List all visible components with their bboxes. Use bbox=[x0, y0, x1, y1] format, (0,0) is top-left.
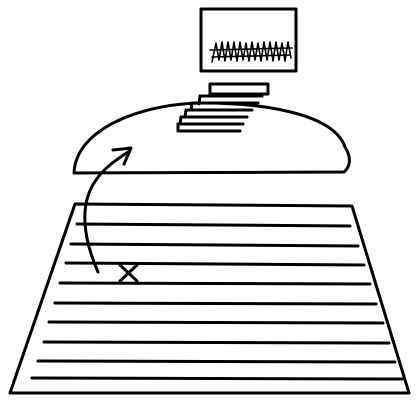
curved-arrow bbox=[85, 148, 131, 272]
monitor-icon bbox=[201, 9, 296, 71]
x-mark bbox=[120, 265, 137, 281]
pad-line bbox=[32, 378, 402, 379]
pad-line bbox=[38, 361, 395, 362]
pad-line bbox=[77, 224, 350, 226]
pad-line bbox=[49, 322, 383, 323]
document-top bbox=[210, 84, 268, 94]
curved-arrow-shaft bbox=[85, 152, 128, 272]
pad-line bbox=[55, 303, 376, 304]
monitor-screen-scribble bbox=[210, 42, 292, 62]
pad-line bbox=[66, 263, 364, 265]
lined-pad bbox=[10, 204, 409, 393]
lined-pad-outline bbox=[10, 204, 409, 393]
lined-pad-lines bbox=[32, 224, 402, 379]
pad-line bbox=[71, 244, 358, 246]
monitor-frame bbox=[201, 9, 296, 71]
pad-line bbox=[60, 283, 370, 284]
document-stack bbox=[178, 84, 268, 131]
pad-line bbox=[44, 342, 389, 343]
